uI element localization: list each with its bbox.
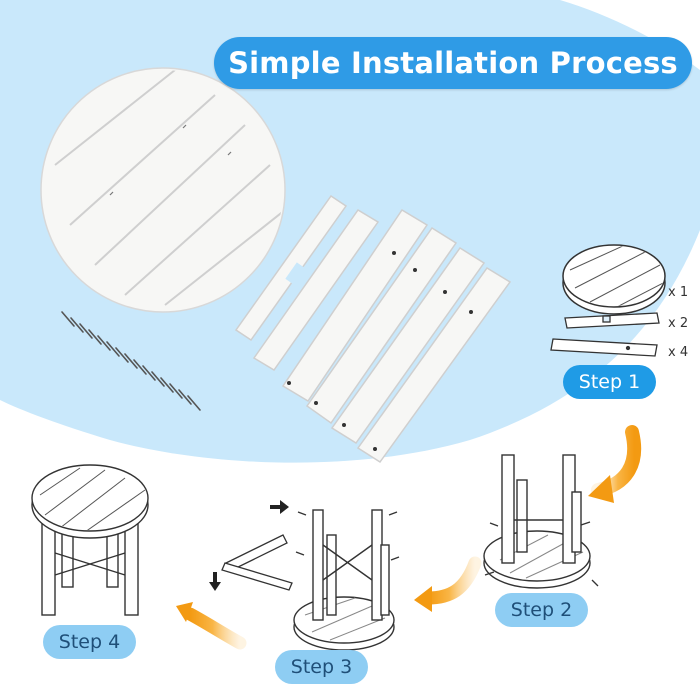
step-2-badge: Step 2 xyxy=(495,593,588,627)
step3-cross-braces xyxy=(221,534,293,591)
tabletop-quantity: x 1 xyxy=(668,285,689,300)
background-corner xyxy=(560,0,700,70)
planks xyxy=(234,194,512,464)
screws xyxy=(61,311,201,411)
tabletop-large xyxy=(40,67,286,313)
cross-brace-quantity: x 2 xyxy=(668,316,689,331)
step-1-badge: Step 1 xyxy=(563,365,656,399)
step2-screws xyxy=(484,521,599,587)
leg-quantity: x 4 xyxy=(668,345,689,360)
black-arrow-icon xyxy=(270,500,289,514)
page-title: Simple Installation Process xyxy=(214,37,692,89)
step-4-badge: Step 4 xyxy=(43,625,136,659)
step1-tabletop-small xyxy=(562,244,666,315)
step3-screws xyxy=(295,511,400,561)
step3-assembly xyxy=(293,509,395,651)
orange-arrow-icon xyxy=(176,602,247,650)
step4-table xyxy=(31,464,149,616)
step-3-badge: Step 3 xyxy=(275,650,368,684)
orange-arrow-icon xyxy=(588,425,642,503)
step1-cross-brace xyxy=(564,312,660,329)
step2-assembly xyxy=(483,454,591,589)
step1-leg xyxy=(550,338,658,357)
plank-holes xyxy=(287,251,473,451)
orange-arrow-icon xyxy=(414,556,482,612)
black-arrow-icon xyxy=(209,572,221,591)
plank-notch xyxy=(285,262,307,286)
